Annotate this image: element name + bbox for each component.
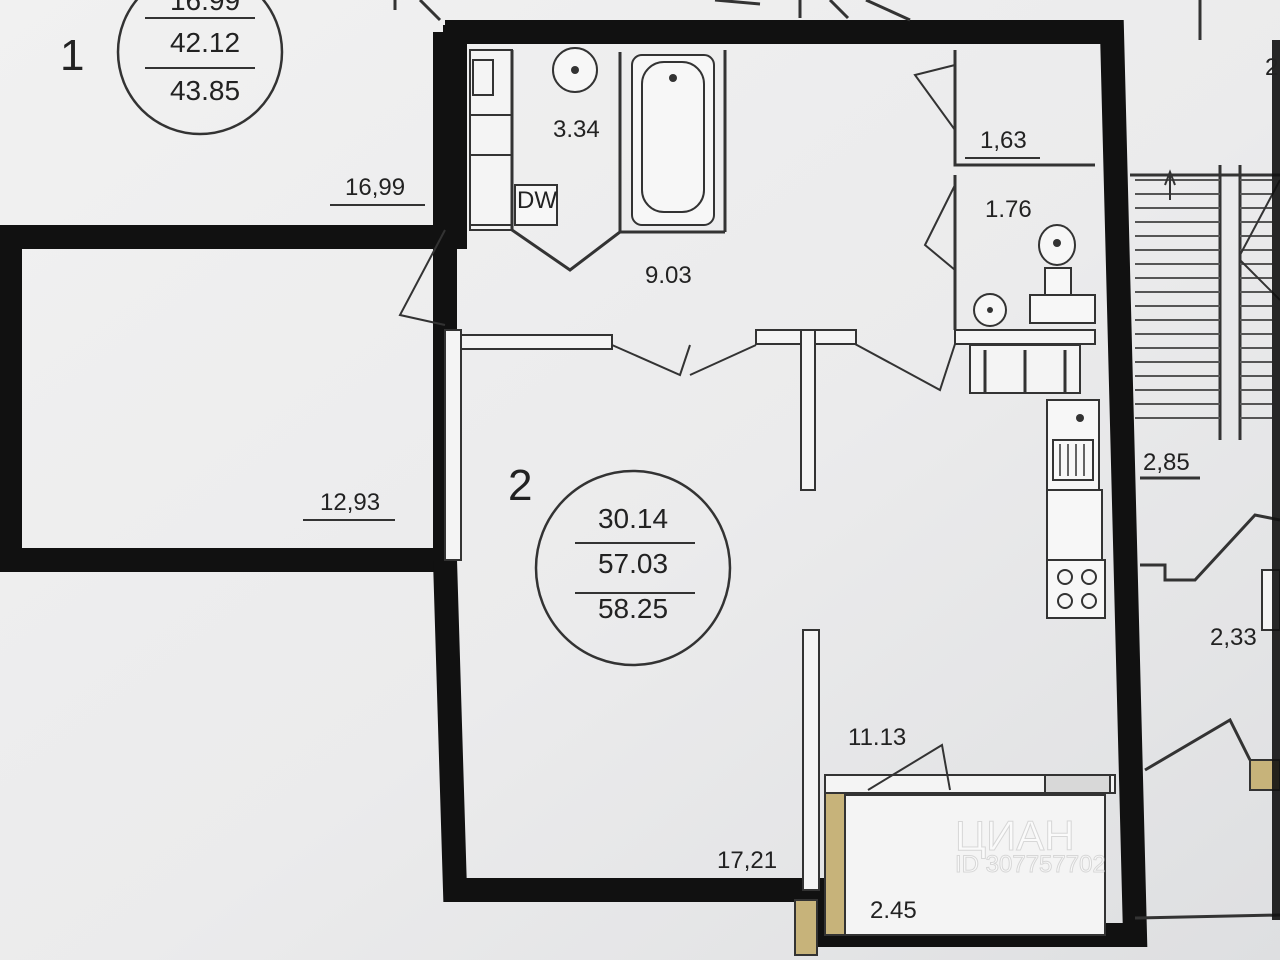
right-edge-wall bbox=[1272, 40, 1280, 920]
kitchen-area: 11.13 bbox=[848, 724, 906, 751]
bathroom-area: 3.34 bbox=[553, 116, 600, 143]
stair-hall-area: 2,33 bbox=[1210, 624, 1257, 651]
apartment-1-badge bbox=[116, 0, 284, 136]
toilet-area: 1.76 bbox=[985, 196, 1032, 223]
interior-partitions bbox=[444, 49, 1116, 956]
apartment-2-total-area: 57.03 bbox=[598, 548, 668, 579]
hallway-area: 9.03 bbox=[645, 262, 692, 289]
door-arcs bbox=[398, 64, 956, 791]
neighbor-room-top-area: 16,99 bbox=[345, 174, 405, 201]
toilet-sink bbox=[973, 293, 1096, 327]
kitchen-counter bbox=[1046, 489, 1103, 561]
apartment-1-total-area: 42.12 bbox=[170, 27, 240, 58]
bathroom-sink bbox=[552, 47, 598, 93]
dishwasher-label: DW bbox=[517, 187, 557, 214]
dishwasher-icon bbox=[514, 184, 558, 226]
bathtub bbox=[631, 54, 715, 226]
living-room-area: 17,21 bbox=[717, 847, 777, 874]
toilet-icon bbox=[1038, 224, 1076, 297]
balcony-area: 2.45 bbox=[870, 897, 917, 924]
apartment-1-full-area: 43.85 bbox=[170, 75, 240, 106]
apartment-1-number: 1 bbox=[60, 31, 84, 80]
neighbor-room-left-area: 12,93 bbox=[320, 489, 380, 516]
apartment-2-badge bbox=[534, 469, 732, 667]
room-label-underlines bbox=[303, 157, 1200, 521]
storage-area: 1,63 bbox=[980, 127, 1027, 154]
neighbor-partitions bbox=[393, 0, 911, 22]
apartment-1-living-area: 16.99 bbox=[170, 0, 240, 16]
apartment-2-full-area: 58.25 bbox=[598, 593, 668, 624]
watermark-id: ID 307757702 bbox=[955, 851, 1106, 878]
stove-icon bbox=[1046, 559, 1106, 619]
watermark-brand: ЦИАН bbox=[955, 812, 1075, 859]
stair-landing-area: 2,85 bbox=[1143, 449, 1190, 476]
watermark: ЦИАН ID 307757702 bbox=[955, 812, 1107, 879]
apartment-2-living-area: 30.14 bbox=[598, 503, 668, 534]
kitchen-sink bbox=[1046, 399, 1100, 491]
edge-room-area: 2 bbox=[1265, 54, 1278, 81]
apartment-2-number: 2 bbox=[508, 461, 532, 510]
